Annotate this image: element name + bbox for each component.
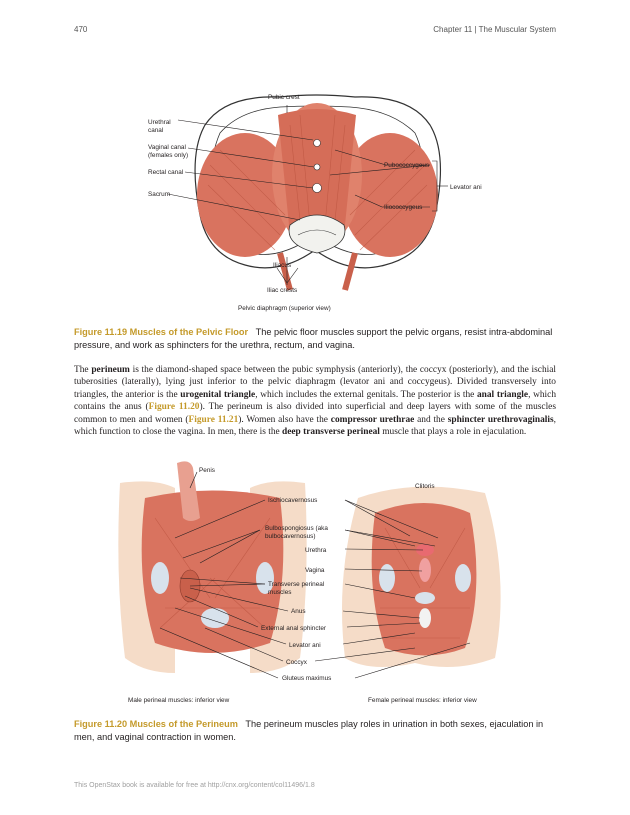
paragraph-text: is the diamond-shaped space between the … [74, 365, 557, 400]
paragraph-text: , which contains the anus ( [74, 389, 557, 413]
label-ischiocavernosus: Ischiocavernosus [268, 497, 317, 504]
term-perineum: perineum [91, 365, 130, 375]
figure1-caption-text: The pelvic floor muscles support the pel… [74, 327, 553, 350]
footer-text: This OpenStax book is available for free… [74, 782, 315, 789]
male-caption: Male perineal muscles: inferior view [128, 697, 230, 704]
label-levator-ani: Levator ani [289, 642, 321, 649]
figure-link-11-21[interactable]: Figure 11.21 [188, 414, 239, 425]
term-compressor-urethrae: compressor urethrae [330, 414, 415, 425]
label-clitoris: Clitoris [415, 483, 435, 490]
perineum-paragraph: The perineum is the diamond-shaped space… [74, 364, 556, 438]
paragraph-text: muscle that plays a role in ejaculation. [379, 427, 527, 438]
label-bulbospongiosus: Bulbospongiosus (aka [265, 525, 328, 532]
figure2-caption-number: Figure 11.20 Muscles of the Perineum [74, 719, 238, 729]
term-sphincter-urethrovaginalis: sphincter urethrovaginalis [447, 414, 554, 425]
label-external-anal-sphincter: External anal sphincter [261, 625, 327, 632]
term-deep-transverse-perineal: deep transverse perineal [282, 427, 380, 438]
female-caption: Female perineal muscles: inferior view [368, 697, 477, 704]
page-number: 470 [74, 25, 88, 34]
figure1-subtitle: Pelvic diaphragm (superior view) [238, 305, 331, 312]
label-transverse-perineal-2: muscles [268, 589, 291, 596]
label-transverse-perineal: Transverse perineal [268, 581, 324, 588]
figure1-caption-number: Figure 11.19 Muscles of the Pelvic Floor [74, 327, 249, 337]
paragraph-text: and the [414, 414, 448, 425]
figure-link-11-20[interactable]: Figure 11.20 [148, 402, 200, 413]
label-levator-ani: Levator ani [450, 184, 482, 191]
label-coccyx: Coccyx [286, 659, 308, 666]
label-urethra: Urethra [305, 547, 327, 554]
label-anus: Anus [291, 608, 306, 615]
term-anal-triangle: anal triangle [476, 389, 529, 400]
label-sacrum: Sacrum [148, 191, 170, 198]
label-vagina: Vagina [305, 567, 325, 574]
pelvic-floor-illustration: Pubic crest Urethral canal Vaginal canal… [148, 94, 482, 312]
label-urethral-canal: Urethral [148, 119, 171, 126]
paragraph-text: The [74, 365, 92, 375]
perineum-illustration: Penis Clitoris Ischiocavernosus Bulbospo… [118, 461, 501, 704]
paragraph-text: , which function to close the vagina. In… [74, 414, 556, 438]
figure1-caption: Figure 11.19 Muscles of the Pelvic Floor… [74, 326, 556, 351]
label-urethral-canal-2: canal [148, 127, 163, 134]
paragraph-text: ). The perineum is also divided into sup… [74, 402, 556, 425]
label-gluteus-maximus: Gluteus maximus [282, 675, 331, 682]
label-iliococcygeus: Iliococcygeus [384, 204, 422, 211]
figure2-caption-text: The perineum muscles play roles in urina… [74, 719, 544, 742]
paragraph-text: , which includes the external genitals. … [255, 389, 477, 400]
label-pubococcygeus: Pubococcygeus [384, 162, 429, 169]
term-urogenital-triangle: urogenital triangle [180, 389, 256, 400]
label-rectal-canal: Rectal canal [148, 169, 183, 176]
figure2-caption: Figure 11.20 Muscles of the Perineum The… [74, 718, 556, 743]
label-iliacus: Iliacus [273, 262, 291, 269]
label-pubic-crest: Pubic crest [268, 94, 300, 101]
label-vaginal-canal: Vaginal canal [148, 144, 186, 151]
chapter-title: Chapter 11 | The Muscular System [433, 25, 556, 34]
label-bulbospongiosus-2: bulbocavernosus) [265, 533, 315, 540]
label-penis: Penis [199, 467, 215, 474]
paragraph-text: ). Women also have the [238, 414, 331, 425]
label-vaginal-canal-2: (females only) [148, 152, 188, 159]
label-iliac-crests: Iliac crests [267, 287, 297, 294]
